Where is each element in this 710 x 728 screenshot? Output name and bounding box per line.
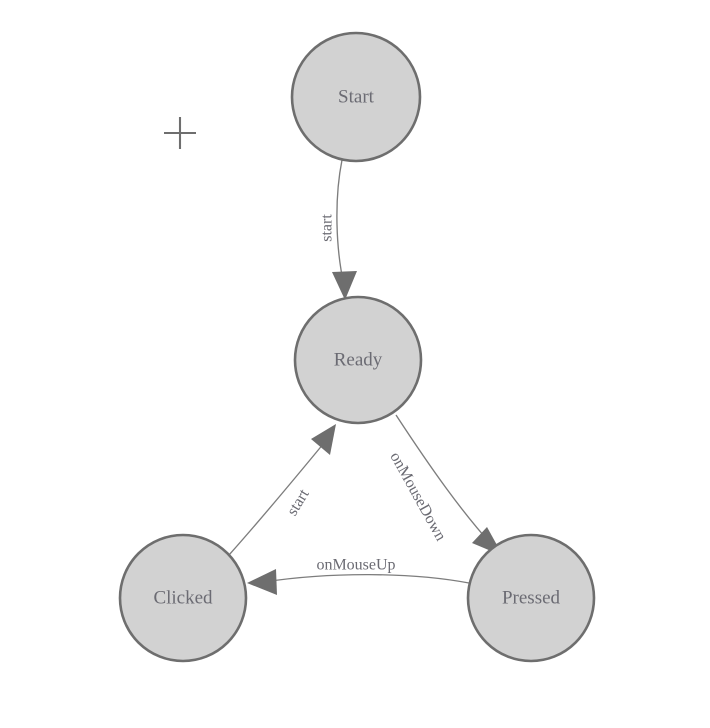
edge-label-ready-to-pressed: onMouseDown — [386, 449, 449, 544]
node-pressed[interactable]: Pressed — [466, 533, 596, 663]
edge-label-clicked-to-ready: start — [284, 486, 313, 519]
edge-clicked-to-ready-arrowhead — [311, 424, 336, 455]
edge-label-start-to-ready: start — [319, 214, 336, 242]
node-clicked-circle — [118, 533, 248, 663]
edge-clicked-to-ready[interactable]: start — [228, 424, 336, 556]
edge-ready-to-pressed[interactable]: onMouseDown — [386, 414, 503, 556]
node-pressed-label: Pressed — [502, 587, 561, 608]
node-start[interactable]: Start — [290, 31, 422, 163]
edge-pressed-to-clicked-path — [263, 573, 470, 584]
edge-label-pressed-to-clicked: onMouseUp — [316, 557, 395, 574]
node-start-circle — [290, 31, 422, 163]
edge-pressed-to-clicked-arrowhead — [247, 569, 277, 595]
node-ready[interactable]: Ready — [293, 295, 423, 425]
edge-pressed-to-clicked[interactable]: onMouseUp — [247, 557, 470, 595]
edge-start-to-ready-arrowhead — [332, 271, 357, 300]
edge-clicked-to-ready-path — [228, 442, 325, 556]
node-pressed-circle — [466, 533, 596, 663]
edge-start-to-ready-path — [336, 159, 345, 286]
node-ready-circle — [293, 295, 423, 425]
edge-start-to-ready[interactable]: start — [319, 159, 357, 300]
node-clicked-label: Clicked — [153, 587, 213, 608]
node-ready-label: Ready — [334, 349, 383, 370]
plus-marker — [164, 117, 196, 149]
node-clicked[interactable]: Clicked — [118, 533, 248, 663]
node-start-label: Start — [338, 86, 375, 107]
